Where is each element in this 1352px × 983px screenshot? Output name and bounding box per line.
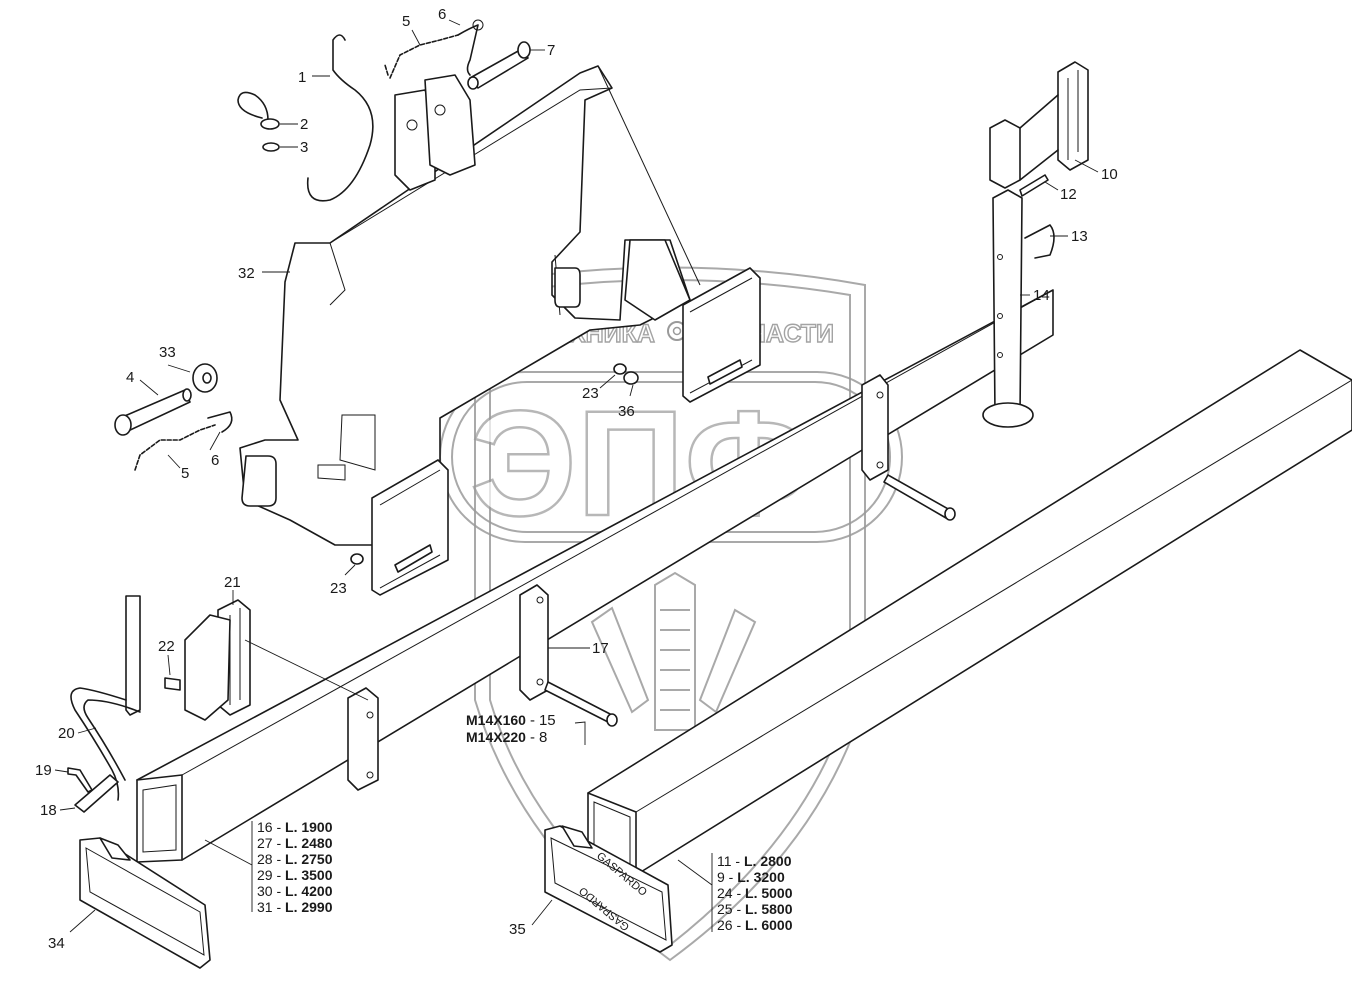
- callout-1: 1: [298, 69, 306, 86]
- tine-20: [70, 595, 141, 801]
- callout-14: 14: [1033, 287, 1050, 304]
- callout-23-upper: 23: [582, 385, 599, 402]
- callout-19: 19: [35, 762, 52, 779]
- bolt-sep-1: -: [530, 712, 535, 729]
- chain-top: [384, 19, 484, 79]
- length-row: 25 - L. 5800: [717, 901, 793, 917]
- bolt-size-1: M14X160: [466, 712, 526, 728]
- hook: [306, 34, 374, 202]
- length-row: 26 - L. 6000: [717, 917, 793, 933]
- clamp-right: [861, 374, 889, 481]
- callout-21: 21: [224, 574, 241, 591]
- callout-34: 34: [48, 935, 65, 952]
- callout-13: 13: [1071, 228, 1088, 245]
- callout-3: 3: [300, 139, 308, 156]
- bolt-size-row-1: M14X160-15: [466, 712, 556, 729]
- length-row: 11 - L. 2800: [717, 853, 792, 869]
- bolt-sep-2: -: [530, 729, 535, 746]
- pin-top: [467, 41, 531, 90]
- jack-bracket-10: [989, 61, 1089, 189]
- callout-12: 12: [1060, 186, 1077, 203]
- callout-36: 36: [618, 403, 635, 420]
- callout-33: 33: [159, 344, 176, 361]
- length-table-short: 16 - L. 1900 27 - L. 2480 28 - L. 2750 2…: [257, 819, 333, 915]
- spring-pin: [237, 91, 280, 130]
- length-row: 30 - L. 4200: [257, 883, 333, 899]
- callout-4: 4: [126, 369, 134, 386]
- end-cap-34: [79, 837, 211, 969]
- jack-leg-14: [982, 189, 1034, 428]
- chain-left: [134, 424, 216, 471]
- nut-upper: [613, 363, 627, 375]
- callout-10: 10: [1101, 166, 1118, 183]
- callout-32: 32: [238, 265, 255, 282]
- wheat-icon: [590, 571, 757, 731]
- end-cap-35: [544, 825, 673, 953]
- washer-left: [192, 363, 218, 393]
- bolt-22: [164, 677, 181, 691]
- clamp-17: [519, 584, 549, 701]
- callout-35: 35: [509, 921, 526, 938]
- hitch-frame: [239, 65, 701, 546]
- callout-18: 18: [40, 802, 57, 819]
- clamp-plate-rear: [682, 267, 761, 403]
- length-row: 24 - L. 5000: [717, 885, 793, 901]
- callout-23-lower: 23: [330, 580, 347, 597]
- nut-lower: [350, 553, 364, 565]
- callout-20: 20: [58, 725, 75, 742]
- bolt-17: [544, 681, 618, 727]
- bolt-right: [883, 474, 956, 521]
- callout-17: 17: [592, 640, 609, 657]
- callout-7: 7: [547, 42, 555, 59]
- clamp-lower: [347, 687, 379, 791]
- pin-left: [114, 388, 192, 436]
- length-row: 16 - L. 1900: [257, 819, 333, 835]
- bolt-19: [67, 767, 93, 793]
- callout-6-top: 6: [438, 6, 446, 23]
- point-18: [74, 774, 119, 813]
- callout-22: 22: [158, 638, 175, 655]
- bolt-size-row-2: M14X220-8: [466, 729, 547, 746]
- bolt-size-labels: M14X160-15 M14X220-8: [466, 712, 556, 746]
- length-row: 27 - L. 2480: [257, 835, 333, 851]
- length-row: 29 - L. 3500: [257, 867, 333, 883]
- length-row: 31 - L. 2990: [257, 899, 333, 915]
- washer: [262, 142, 280, 152]
- length-row: 28 - L. 2750: [257, 851, 333, 867]
- plate-22: [184, 614, 231, 721]
- leader-lines: [54, 19, 1099, 933]
- bolt-num-1: 15: [539, 712, 556, 729]
- linch-pin-left: [207, 411, 233, 433]
- short-beam: [136, 289, 1054, 863]
- washer-36: [623, 371, 639, 385]
- callout-5-top: 5: [402, 13, 410, 30]
- bolt-size-2: M14X220: [466, 729, 526, 745]
- length-table-long: 11 - L. 2800 9 - L. 3200 24 - L. 5000 25…: [717, 853, 793, 933]
- callout-2: 2: [300, 116, 308, 133]
- callout-5-left: 5: [181, 465, 189, 482]
- clip-13: [1024, 224, 1055, 259]
- clamp-plate-front: [371, 459, 449, 596]
- pin-12: [1019, 174, 1049, 197]
- callout-6-left: 6: [211, 452, 219, 469]
- length-row: 9 - L. 3200: [717, 869, 785, 885]
- bolt-num-2: 8: [539, 729, 547, 746]
